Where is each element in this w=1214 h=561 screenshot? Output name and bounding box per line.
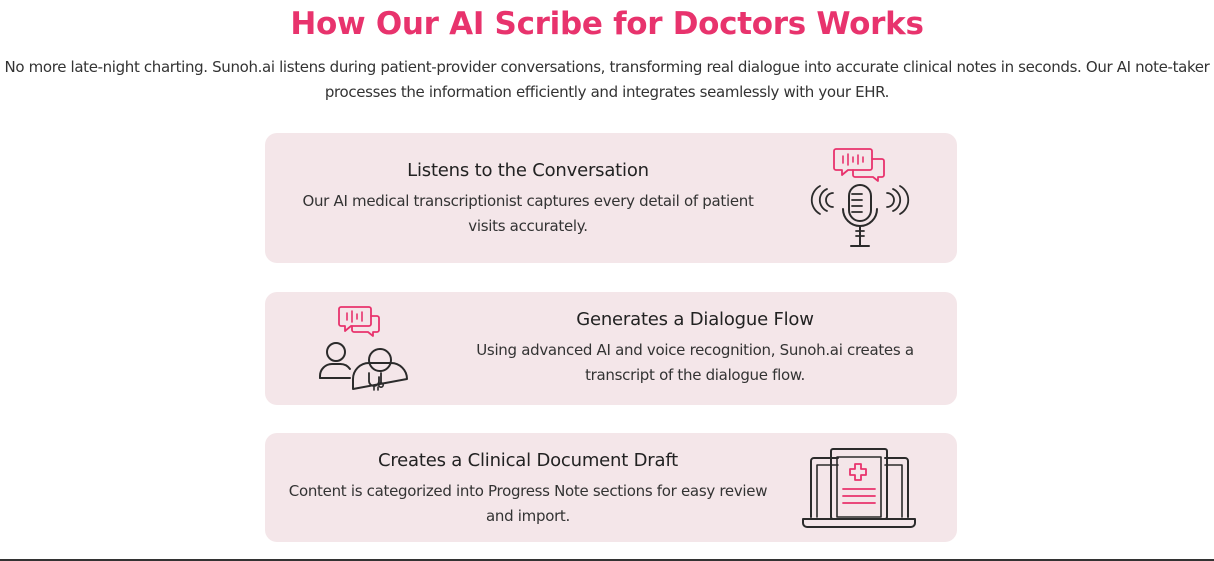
step-title: Creates a Clinical Document Draft (377, 450, 679, 471)
step-card-text: Generates a Dialogue Flow Using advanced… (455, 309, 935, 388)
step-description: Our AI medical transcriptionist captures… (302, 192, 754, 235)
microphone-icon (810, 147, 910, 251)
doctor-patient-icon (315, 304, 411, 392)
step-title: Generates a Dialogue Flow (576, 309, 814, 330)
step-title: Listens to the Conversation (407, 160, 649, 181)
step-card-document: Creates a Clinical Document Draft Conten… (265, 433, 957, 542)
step-card-dialogue: Generates a Dialogue Flow Using advanced… (265, 292, 957, 405)
step-description: Content is categorized into Progress Not… (288, 482, 768, 525)
section-title: How Our AI Scribe for Doctors Works (290, 6, 924, 42)
step-description: Using advanced AI and voice recognition,… (476, 341, 914, 384)
step-card-text: Listens to the Conversation Our AI medic… (283, 160, 773, 239)
clinical-document-laptop-icon (801, 447, 917, 529)
step-card-listens: Listens to the Conversation Our AI medic… (265, 133, 957, 263)
section-intro: No more late-night charting. Sunoh.ai li… (4, 58, 1210, 101)
bottom-divider (0, 559, 1214, 561)
step-card-text: Creates a Clinical Document Draft Conten… (275, 450, 781, 529)
